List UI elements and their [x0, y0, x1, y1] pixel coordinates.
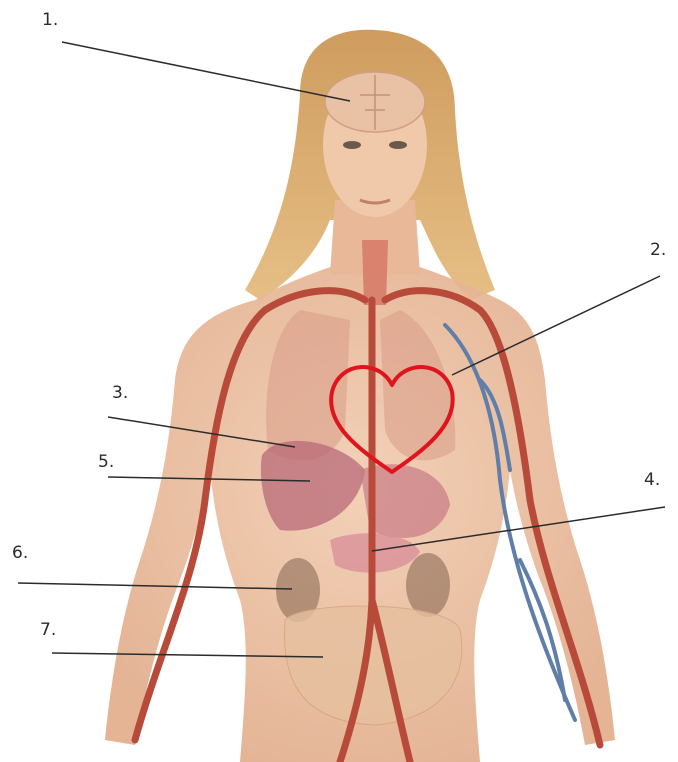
label-1: 1. [42, 12, 58, 29]
label-6: 6. [12, 545, 28, 562]
trachea [362, 240, 388, 305]
label-4: 4. [644, 472, 660, 489]
label-2: 2. [650, 242, 666, 259]
label-5: 5. [98, 454, 114, 471]
right-eye [389, 141, 407, 149]
left-eye [343, 141, 361, 149]
label-7: 7. [40, 622, 56, 639]
label-3: 3. [112, 385, 128, 402]
right-kidney [406, 553, 450, 617]
